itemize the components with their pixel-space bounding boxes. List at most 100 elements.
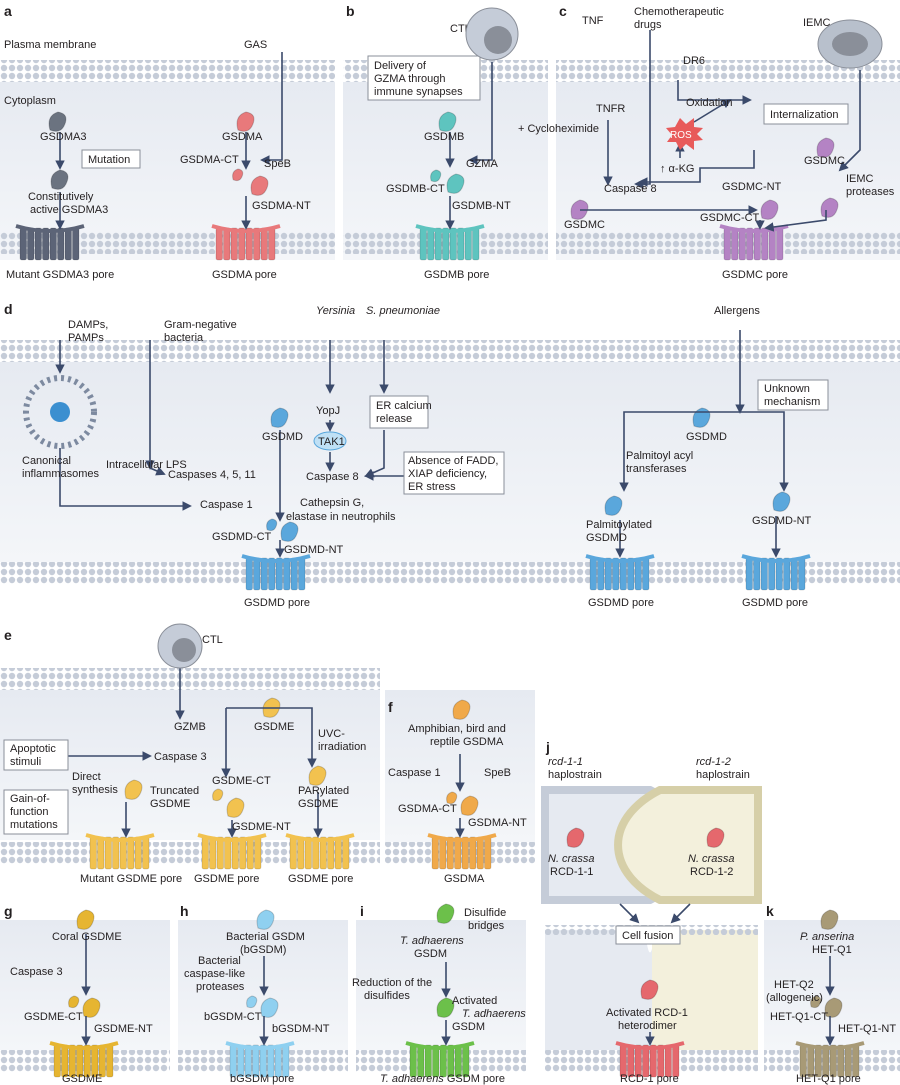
gsdmd-pore-icon-2 [585, 554, 655, 591]
cycloheximide-label: + Cycloheximide [518, 123, 599, 135]
disulfide-label-1: Disulfide [464, 907, 506, 919]
mutant-gsdme-pore-icon [85, 833, 155, 870]
gsdmd-nt2-label: GSDMD-NT [752, 515, 812, 527]
panel-letter-a: a [4, 3, 12, 19]
rcd-heterodimer-protein-icon [640, 979, 659, 1000]
arrow-d-canon [59, 448, 192, 511]
panel-letter-g: g [4, 903, 13, 919]
activated-rcd-label-1: Activated RCD-1 [606, 1007, 688, 1019]
panel-letter-k: k [766, 903, 774, 919]
er-calcium-box [369, 395, 429, 429]
akg-label: ↑ α-KG [660, 163, 694, 175]
delivery-label-1: Delivery of [374, 60, 427, 72]
gsdme-nt-label: GSDME-NT [232, 821, 291, 833]
gsdmd-pore-label-2: GSDMD pore [588, 597, 654, 609]
unknown-mechanism-box [757, 379, 829, 411]
tnf-label: TNF [582, 15, 604, 27]
gof-box [3, 789, 69, 835]
const-active-label-2: active GSDMA3 [30, 204, 108, 216]
iemc-cell [817, 19, 883, 69]
panel-j-cells [541, 786, 762, 1072]
gsdme-g-pore-icon [49, 1041, 119, 1078]
gsdmb-ct-label: GSDMB-CT [386, 183, 445, 195]
reduction-label-2: disulfides [364, 990, 410, 1002]
hetq1-ct-protein-icon [810, 995, 822, 1009]
bgsdm-label-2: (bGSDM) [240, 944, 286, 956]
chemo-label-2: drugs [634, 19, 662, 31]
gzma-label: GZMA [466, 158, 498, 170]
gsdma3-protein-icon [48, 111, 67, 132]
iemc-label: IEMC [803, 17, 831, 29]
arrow-d-palm [619, 411, 740, 492]
gsdmd-nt-protein-icon [280, 521, 299, 542]
er-calcium-label-1: ER calcium [376, 400, 432, 412]
gneg-label-2: bacteria [164, 332, 204, 344]
iemc-proteases-label-1: IEMC [846, 173, 874, 185]
gof-label-2: function [10, 806, 49, 818]
apoptotic-label-2: stimuli [10, 756, 41, 768]
gsdma-pore-icon [211, 224, 281, 261]
gsdme-pore-label-2: GSDME pore [288, 873, 353, 885]
gsdmb-pore-label: GSDMB pore [424, 269, 489, 281]
gsdmd2-label: GSDMD [686, 431, 727, 443]
panel-e: CTL GZMB GSDME UVC- irradiation Apoptoti… [3, 634, 366, 885]
ncrassa-2-label: N. crassa [688, 853, 734, 865]
iemc-proteases-label-2: proteases [846, 186, 895, 198]
hetq1-protein-icon [820, 909, 839, 930]
hetq1-nt-label: HET-Q1-NT [838, 1023, 896, 1035]
gsdmc-pore-icon [719, 224, 789, 261]
amphibian-protein-icon [452, 699, 471, 720]
bgsdm-nt-label: bGSDM-NT [272, 1023, 330, 1035]
internalization-label: Internalization [770, 109, 839, 121]
coral-protein-icon [76, 909, 95, 930]
haplo-1-label: haplostrain [548, 769, 602, 781]
unknown-label-2: mechanism [764, 396, 820, 408]
speb-label: SpeB [264, 158, 291, 170]
active-gsdma3-protein-icon [50, 169, 69, 190]
palmitoyl-label-1: Palmitoyl acyl [626, 450, 693, 462]
hetq1-pore-icon [795, 1041, 865, 1078]
panel-i: Disulfide bridges T. adhaerens GSDM Redu… [352, 907, 526, 1085]
arrow-d-lps-casp [149, 466, 166, 476]
canonical-inflammasome-icon [23, 375, 97, 449]
tadh-label-1: T. adhaerens [400, 935, 464, 947]
gsdmb-label: GSDMB [424, 131, 464, 143]
gsdmc-nt-label: GSDMC-NT [722, 181, 782, 193]
apoptotic-box [3, 739, 69, 771]
tadh-pore-italic: T. adhaerens [380, 1073, 444, 1085]
palmitoylated-protein-icon [604, 495, 623, 516]
panel-letter-c: c [559, 3, 567, 19]
arrow-c-ros-ox [693, 98, 732, 123]
palmitoyl-label-2: transferases [626, 463, 687, 475]
arrow-j-right [670, 903, 691, 924]
caspase8-d-label: Caspase 8 [306, 471, 359, 483]
direct-label-2: synthesis [72, 784, 118, 796]
activated-i-label-3: GSDM [452, 1021, 485, 1033]
caspase8-label: Caspase 8 [604, 183, 657, 195]
parylated-label-1: PARylated [298, 785, 349, 797]
ctl-cell-b [465, 7, 519, 61]
panel-letter-i: i [360, 903, 364, 919]
parylated-protein-icon [308, 765, 327, 786]
bgsdm-ct-protein-icon [246, 995, 258, 1009]
gsdme-label: GSDME [254, 721, 294, 733]
bgsdm-protein-icon [256, 909, 275, 930]
rcd-pore-icon [615, 1041, 685, 1078]
ncrassa-1-label: N. crassa [548, 853, 594, 865]
cell-fusion-label: Cell fusion [622, 930, 673, 942]
gsdma-nt-label: GSDMA-NT [252, 200, 311, 212]
tadh-protein-icon [436, 903, 455, 924]
gsdmd-pore-label-1: GSDMD pore [244, 597, 310, 609]
gzmb-label: GZMB [174, 721, 206, 733]
rcd-pore-label: RCD-1 pore [620, 1073, 679, 1085]
gsdma-label: GSDMA [222, 131, 263, 143]
cytoplasm-label: Cytoplasm [4, 95, 56, 107]
ros-burst-icon [666, 118, 703, 150]
rcd11-protein-icon [566, 827, 585, 848]
gsdmd-pore-icon-3 [741, 554, 811, 591]
gof-label-3: mutations [10, 819, 58, 831]
coral-label: Coral GSDME [52, 931, 122, 943]
gsdmb-nt-protein-icon [446, 173, 465, 194]
gsdmc2-label: GSDMC [804, 155, 845, 167]
cathepsin-label-2: elastase in neutrophils [286, 511, 396, 523]
